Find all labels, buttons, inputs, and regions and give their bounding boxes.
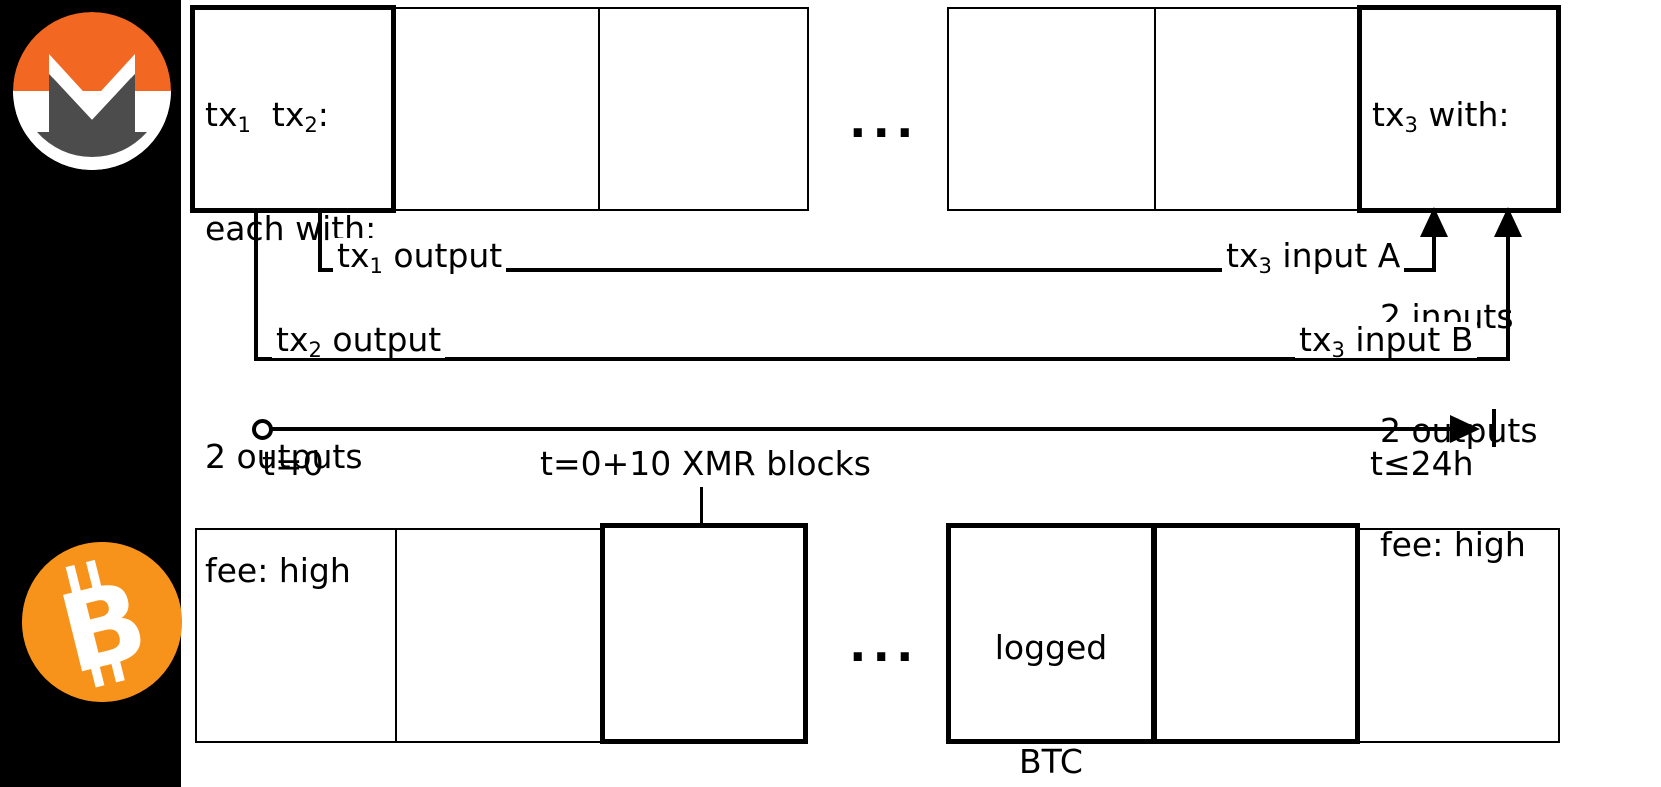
logged-line-1: logged	[994, 628, 1108, 667]
timeline-mid-label: t=0+10 XMR blocks	[540, 444, 871, 483]
tx3-block-text: tx3 with: 2 inputs 2 outputs fee: high	[1372, 20, 1562, 640]
bitcoin-logo-svg: B	[22, 542, 182, 702]
xmr-block-5	[1154, 7, 1359, 211]
tx1-output-wire-across	[318, 268, 1436, 272]
timeline-arrowhead	[1450, 415, 1480, 443]
btc-row-ellipsis: ...	[849, 618, 920, 672]
logged-btc-amount-text: logged BTC amount ±5%	[956, 553, 1146, 787]
tx3-block	[1357, 5, 1561, 213]
btc-block-2	[395, 528, 607, 743]
tx3-line-1: tx3 with:	[1372, 95, 1510, 137]
xmr-block-4	[947, 7, 1156, 211]
tx3-line-blank	[1372, 210, 1562, 222]
tx3-line-3: 2 outputs	[1380, 411, 1538, 450]
tx3-input-b-label: tx3 input B	[1295, 322, 1478, 360]
tx2-output-wire-down	[254, 211, 258, 361]
btc-bold-block-right	[1152, 523, 1360, 744]
xmr-block-3	[598, 7, 809, 211]
timeline-end-label: t≤24h	[1370, 444, 1474, 483]
btc-block-1	[195, 528, 397, 743]
timeline-start-marker	[252, 419, 273, 440]
tx1-tx2-block	[190, 5, 396, 213]
tx3-input-a-label: tx3 input A	[1222, 238, 1405, 276]
tx1-output-wire-up	[1432, 232, 1436, 270]
tx2-output-wire-across	[254, 357, 1510, 361]
tx1-output-wire-down	[318, 211, 322, 272]
monero-logo-svg	[13, 12, 171, 170]
bitcoin-logo: B	[22, 542, 182, 702]
xmr-block-2	[393, 7, 600, 211]
tx1-tx2-line-5: fee: high	[205, 551, 351, 590]
tx2-output-label: tx2 output	[272, 322, 446, 360]
monero-logo	[13, 12, 171, 170]
timeline-start-label: t=0	[262, 444, 324, 483]
tx1-tx2-block-text: tx1 tx2: each with: 2 outputs fee: high	[205, 20, 395, 666]
tx3-input-b-arrowhead	[1494, 207, 1522, 237]
tx1-output-label: tx1 output	[333, 238, 507, 276]
tx1-tx2-line-1: tx1 tx2:	[205, 95, 329, 137]
tx1-tx2-line-4: 2 outputs	[205, 437, 363, 476]
timeline-axis	[271, 427, 1456, 431]
tx2-output-wire-up	[1506, 232, 1510, 359]
btc-block-4	[1354, 528, 1560, 743]
logged-line-2: BTC	[1019, 742, 1083, 781]
timeline-end-tick	[1492, 409, 1496, 447]
tx3-input-a-arrowhead	[1420, 207, 1448, 237]
xmr-row-ellipsis: ...	[849, 94, 920, 148]
timeline-mid-tick	[700, 487, 703, 523]
btc-bold-block	[600, 523, 808, 744]
tx3-line-4: fee: high	[1380, 525, 1526, 564]
